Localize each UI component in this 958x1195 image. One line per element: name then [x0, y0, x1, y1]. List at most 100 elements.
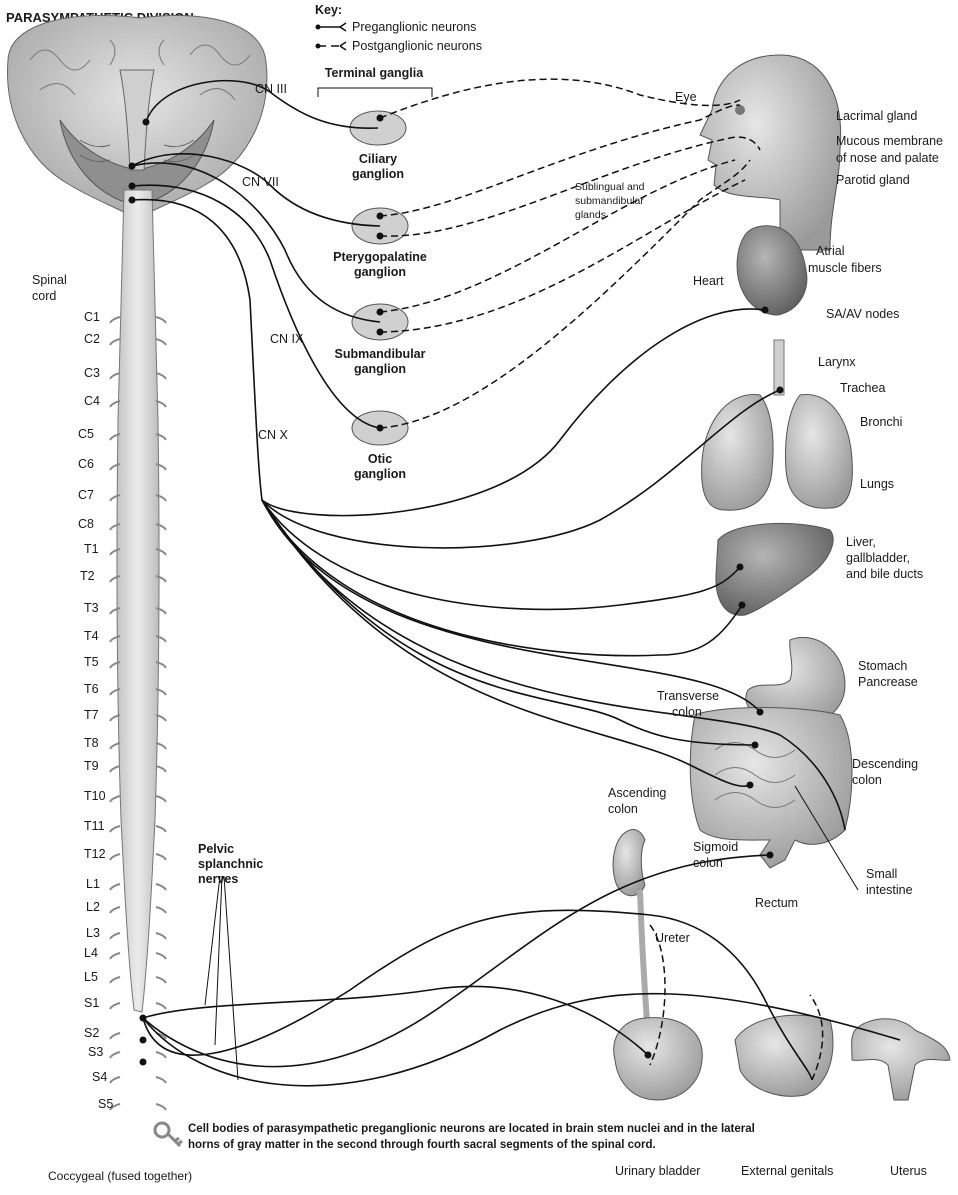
segment-label-c4: C4 — [84, 394, 100, 408]
descending-label-2: colon — [852, 773, 882, 787]
segment-label-t7: T7 — [84, 708, 99, 722]
parotid-label: Parotid gland — [836, 173, 910, 187]
atrial-label-1: Atrial — [816, 244, 844, 258]
segment-label-l2: L2 — [86, 900, 100, 914]
pterygopalatine-label-2: ganglion — [354, 265, 406, 279]
legend: Key: Preganglionic neurons Postganglioni… — [315, 3, 482, 53]
segment-label-s2: S2 — [84, 1026, 99, 1040]
cn-vii-label: CN VII — [242, 175, 279, 189]
ureter-label: Ureter — [655, 931, 690, 945]
eye-label: Eye — [675, 90, 697, 104]
segment-label-t6: T6 — [84, 682, 99, 696]
kidney-shape — [613, 829, 645, 895]
segment-label-l5: L5 — [84, 970, 98, 984]
segment-label-t9: T9 — [84, 759, 99, 773]
segment-label-c8: C8 — [78, 517, 94, 531]
stomach-label: Stomach — [858, 659, 907, 673]
uterus-label: Uterus — [890, 1164, 927, 1178]
submandibular-label-1: Submandibular — [335, 347, 426, 361]
cn-iii-label: CN III — [255, 82, 287, 96]
sublingual-label-1: Sublingual and — [575, 181, 645, 193]
nerve-root-s3 — [110, 1052, 166, 1058]
cn-x-label: CN X — [258, 428, 289, 442]
trachea-label: Trachea — [840, 381, 885, 395]
caption-line-1: Cell bodies of parasympathetic pregangli… — [188, 1123, 755, 1135]
segment-label-s1: S1 — [84, 996, 99, 1010]
transverse-label-2: colon — [672, 705, 702, 719]
ciliary-label-2: ganglion — [352, 167, 404, 181]
mucous-label-1: Mucous membrane — [836, 134, 943, 148]
segment-label-c6: C6 — [78, 457, 94, 471]
ascending-label-1: Ascending — [608, 786, 666, 800]
pterygopalatine-label-1: Pterygopalatine — [333, 250, 427, 264]
pelvic-label-2: splanchnic — [198, 857, 263, 871]
terminal-ganglia-label: Terminal ganglia — [325, 66, 424, 80]
rectum-label: Rectum — [755, 896, 798, 910]
liver-label-2: gallbladder, — [846, 551, 910, 565]
genitals-label: External genitals — [741, 1164, 833, 1178]
segment-label-l1: L1 — [86, 877, 100, 891]
segment-label-t11: T11 — [84, 819, 105, 833]
segment-label-t5: T5 — [84, 655, 99, 669]
segment-label-t8: T8 — [84, 736, 99, 750]
sigmoid-label-2: colon — [693, 856, 723, 870]
sublingual-label-3: glands — [575, 209, 606, 221]
legend-heading: Key: — [315, 3, 342, 17]
spinal-cord-illustration — [110, 190, 166, 1110]
segment-label-t10: T10 — [84, 789, 106, 803]
small-intestine-label-2: intestine — [866, 883, 913, 897]
terminal-ganglia-bracket — [318, 88, 432, 97]
ascending-label-2: colon — [608, 802, 638, 816]
genitals-shape — [735, 1015, 833, 1096]
otic-label-1: Otic — [368, 452, 392, 466]
caption-line-2: horns of gray matter in the second throu… — [188, 1139, 656, 1151]
segment-labels: C1C2C3C4C5C6C7C8T1T2T3T4T5T6T7T8T9T10T11… — [78, 310, 113, 1111]
segment-label-t3: T3 — [84, 601, 99, 615]
segment-label-t1: T1 — [84, 542, 99, 556]
legend-post-line — [318, 42, 346, 50]
segment-label-t2: T2 — [80, 569, 95, 583]
atrial-label-2: muscle fibers — [808, 261, 882, 275]
spinal-cord-label-1: Spinal — [32, 273, 67, 287]
ciliary-label-1: Ciliary — [359, 152, 397, 166]
pelvic-label-1: Pelvic — [198, 842, 234, 856]
bronchi-label: Bronchi — [860, 415, 902, 429]
segment-label-s3: S3 — [88, 1045, 103, 1059]
lacrimal-label: Lacrimal gland — [836, 109, 917, 123]
segment-label-s5: S5 — [98, 1097, 113, 1111]
segment-label-c5: C5 — [78, 427, 94, 441]
transverse-label-1: Transverse — [657, 689, 719, 703]
lungs-label: Lungs — [860, 477, 894, 491]
head-shape — [700, 55, 841, 250]
segment-label-l3: L3 — [86, 926, 100, 940]
left-lung-shape — [702, 394, 773, 510]
cn-ix-label: CN IX — [270, 332, 304, 346]
nerve-root-s4 — [110, 1077, 166, 1083]
sa-av-label: SA/AV nodes — [826, 307, 899, 321]
sigmoid-label-1: Sigmoid — [693, 840, 738, 854]
spinal-cord-label-2: cord — [32, 289, 56, 303]
legend-post-label: Postganglionic neurons — [352, 39, 482, 53]
nerve-root-s5 — [110, 1104, 166, 1110]
mucous-label-2: of nose and palate — [836, 151, 939, 165]
bladder-label: Urinary bladder — [615, 1164, 700, 1178]
heart-label: Heart — [693, 274, 724, 288]
segment-label-s4: S4 — [92, 1070, 107, 1084]
eye-shape — [735, 105, 745, 115]
bladder-shape — [614, 1018, 702, 1100]
segment-label-t4: T4 — [84, 629, 99, 643]
legend-pre-line — [318, 23, 346, 31]
descending-label-1: Descending — [852, 757, 918, 771]
larynx-label: Larynx — [818, 355, 856, 369]
sublingual-label-2: submandibular — [575, 195, 644, 207]
key-icon — [155, 1123, 182, 1146]
segment-label-c7: C7 — [78, 488, 94, 502]
coccygeal-label: Coccygeal (fused together) — [48, 1169, 192, 1183]
otic-label-2: ganglion — [354, 467, 406, 481]
submandibular-label-2: ganglion — [354, 362, 406, 376]
pelvic-label-3: nerves — [198, 872, 238, 886]
liver-label-1: Liver, — [846, 535, 876, 549]
brain-illustration — [8, 15, 267, 220]
